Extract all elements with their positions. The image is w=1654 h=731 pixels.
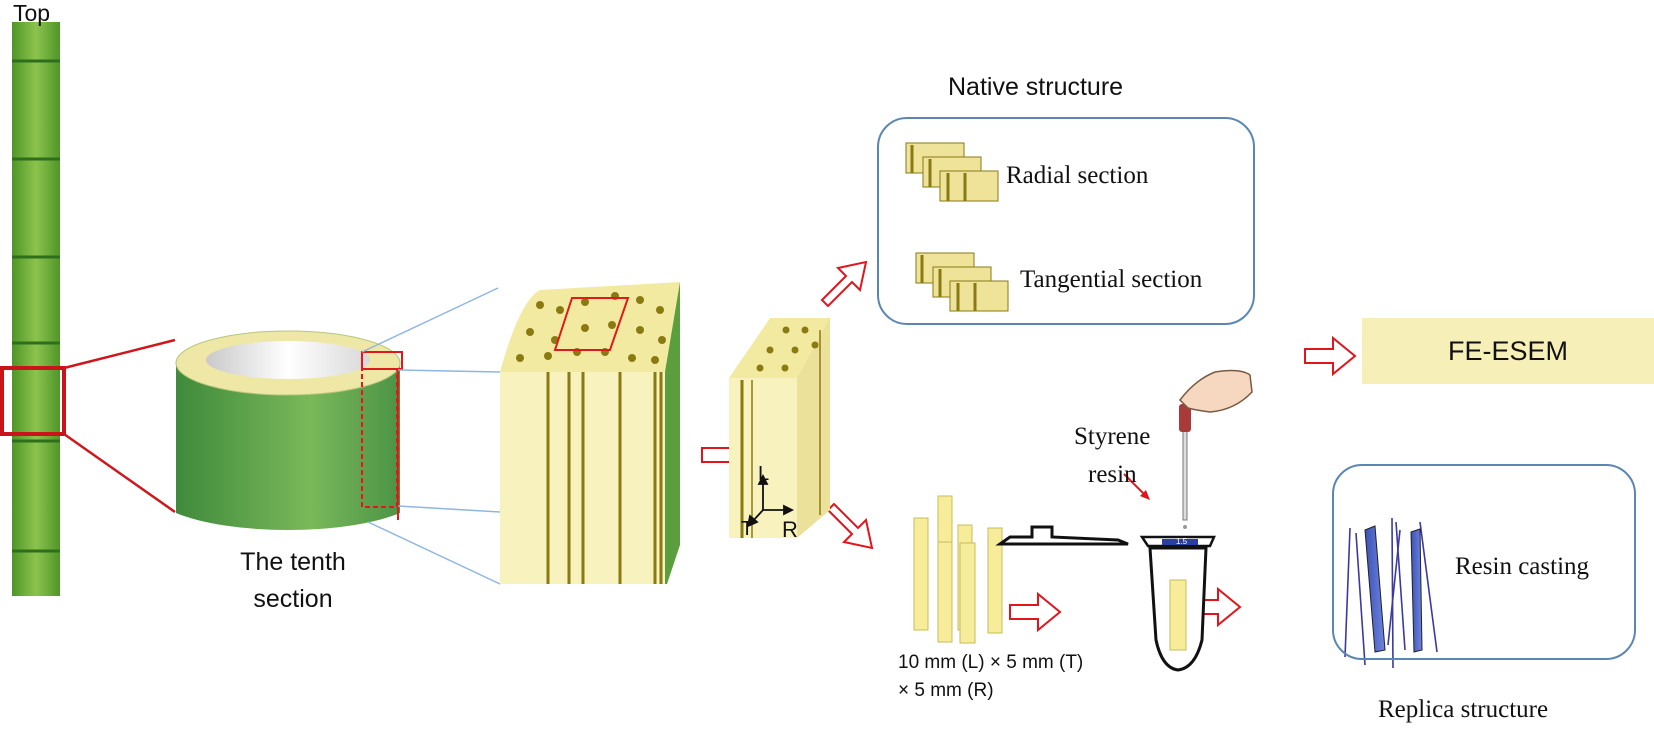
zoom-line-top <box>63 338 176 370</box>
tangential-section-icon <box>915 252 1009 312</box>
sample-sticks-front <box>959 542 976 644</box>
tangential-section-label: Tangential section <box>1020 266 1203 293</box>
axis-label-l: L <box>758 463 770 485</box>
axis-label-t: T <box>741 518 754 540</box>
bamboo-stem <box>12 22 60 596</box>
specimen-block <box>729 318 830 538</box>
fe-esem-box: FE-ESEM <box>1362 318 1654 384</box>
resin-casting-label: Resin casting <box>1455 553 1590 580</box>
replica-structure-title: Replica structure <box>1378 696 1549 723</box>
tenth-section-cylinder <box>175 330 403 530</box>
styrene-label-line2: resin <box>1088 461 1137 488</box>
tube-volume-mark: 1.5 <box>1176 537 1188 546</box>
styrene-label-line1: Styrene <box>1074 423 1151 450</box>
pipette-hand <box>1179 369 1253 529</box>
dimension-line1: 10 mm (L) × 5 mm (T) <box>898 652 1084 673</box>
replica-structure-box <box>1332 464 1636 660</box>
resin-casting-icon <box>1344 517 1438 669</box>
radial-section-icon <box>905 142 999 202</box>
arrow-to-fe-esem <box>1304 335 1357 377</box>
radial-section-label: Radial section <box>1006 162 1149 189</box>
selected-segment-highlight <box>0 366 66 436</box>
native-structure-box <box>877 117 1255 325</box>
enlarged-wood-block <box>500 282 680 584</box>
native-structure-title: Native structure <box>948 73 1124 101</box>
section-label-line1: The tenth <box>240 548 346 576</box>
resin-pointer <box>1123 473 1146 496</box>
zoom-line-bottom <box>63 432 176 514</box>
sample-sticks <box>913 495 1003 643</box>
dimension-line2: × 5 mm (R) <box>898 680 994 701</box>
arrow-to-tube <box>1009 591 1062 633</box>
arrow-to-native <box>820 260 868 308</box>
axis-label-r: R <box>782 517 798 542</box>
fe-esem-label: FE-ESEM <box>1447 335 1568 366</box>
top-label: Top <box>13 0 51 26</box>
resin-pointer-head <box>1140 490 1150 500</box>
projection-lines <box>361 287 501 585</box>
centrifuge-tube <box>995 525 1216 672</box>
section-label-line2: section <box>253 585 333 613</box>
arrow-to-samples <box>826 502 874 550</box>
axis-arrows <box>746 473 795 528</box>
